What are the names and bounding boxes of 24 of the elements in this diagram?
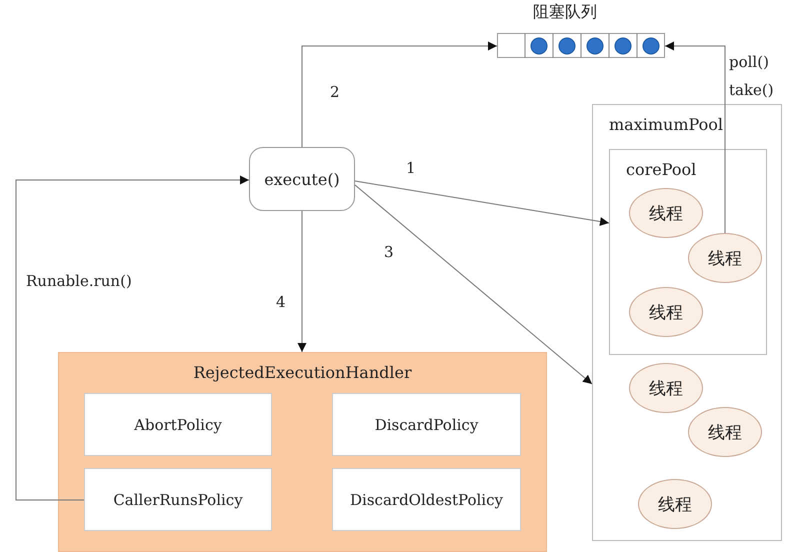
- policy-box: DiscardPolicy: [332, 393, 521, 456]
- handler-title: RejectedExecutionHandler: [192, 363, 413, 382]
- arrow: [16, 176, 250, 500]
- pool-label: corePool: [626, 160, 696, 179]
- thread-ellipse: 线程: [688, 233, 762, 283]
- pool-box: [609, 149, 767, 355]
- arrow: [302, 42, 498, 148]
- arrow: [298, 210, 306, 352]
- thread-ellipse: 线程: [638, 479, 712, 529]
- pool-box: [592, 104, 782, 541]
- policy-box: AbortPolicy: [84, 393, 272, 456]
- arrow: [664, 42, 726, 234]
- thread-ellipse: 线程: [629, 287, 703, 337]
- pool-label: maximumPool: [609, 115, 723, 134]
- thread-ellipse: 线程: [688, 407, 762, 457]
- arrow: [354, 180, 610, 226]
- thread-ellipse: 线程: [629, 188, 703, 238]
- method-box: execute(): [249, 147, 355, 211]
- arrow: [354, 184, 592, 384]
- queue-title: 阻塞队列: [533, 2, 597, 23]
- thread-ellipse: 线程: [629, 363, 703, 413]
- policy-box: CallerRunsPolicy: [84, 468, 272, 531]
- handler-panel: [58, 352, 547, 552]
- policy-box: DiscardOldestPolicy: [332, 468, 521, 531]
